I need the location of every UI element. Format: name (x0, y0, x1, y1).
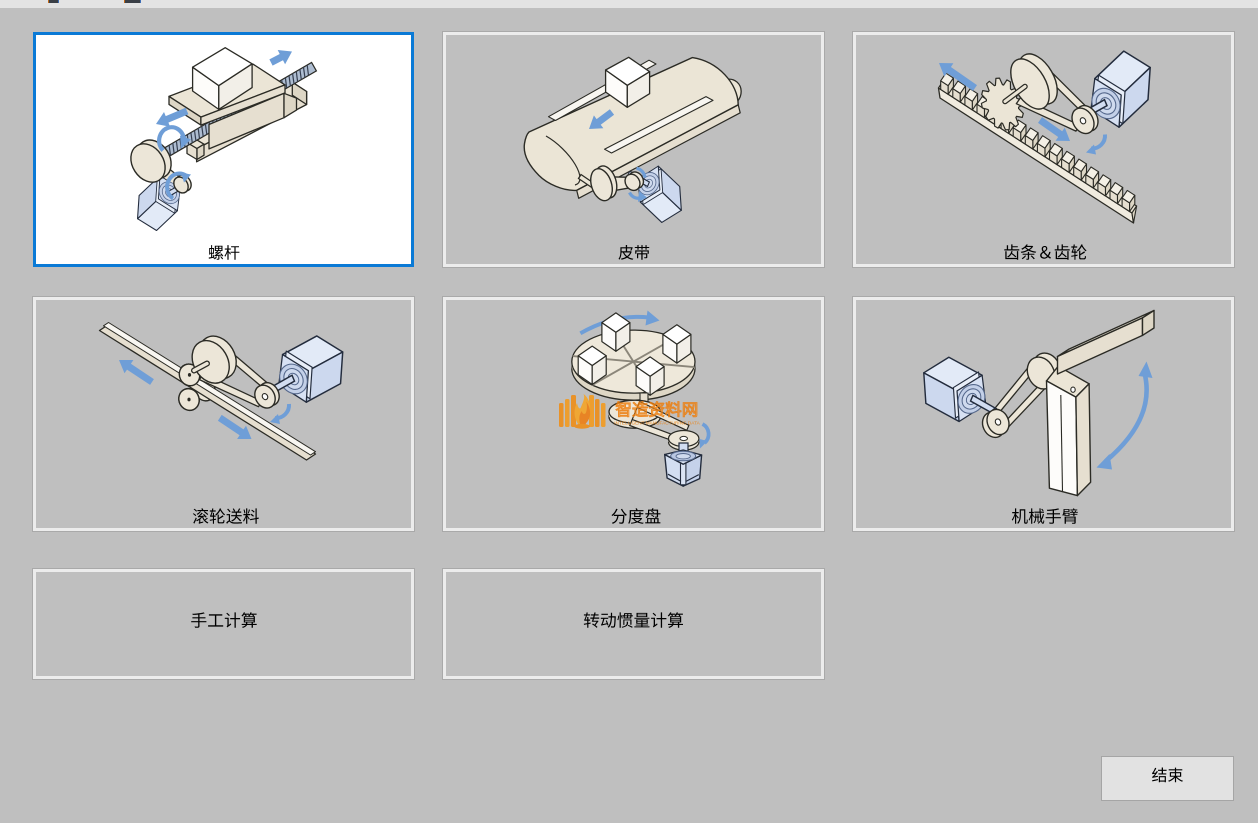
svg-text:INTELLIGENT MANUFACTURING DATA: INTELLIGENT MANUFACTURING DATA (614, 420, 700, 425)
